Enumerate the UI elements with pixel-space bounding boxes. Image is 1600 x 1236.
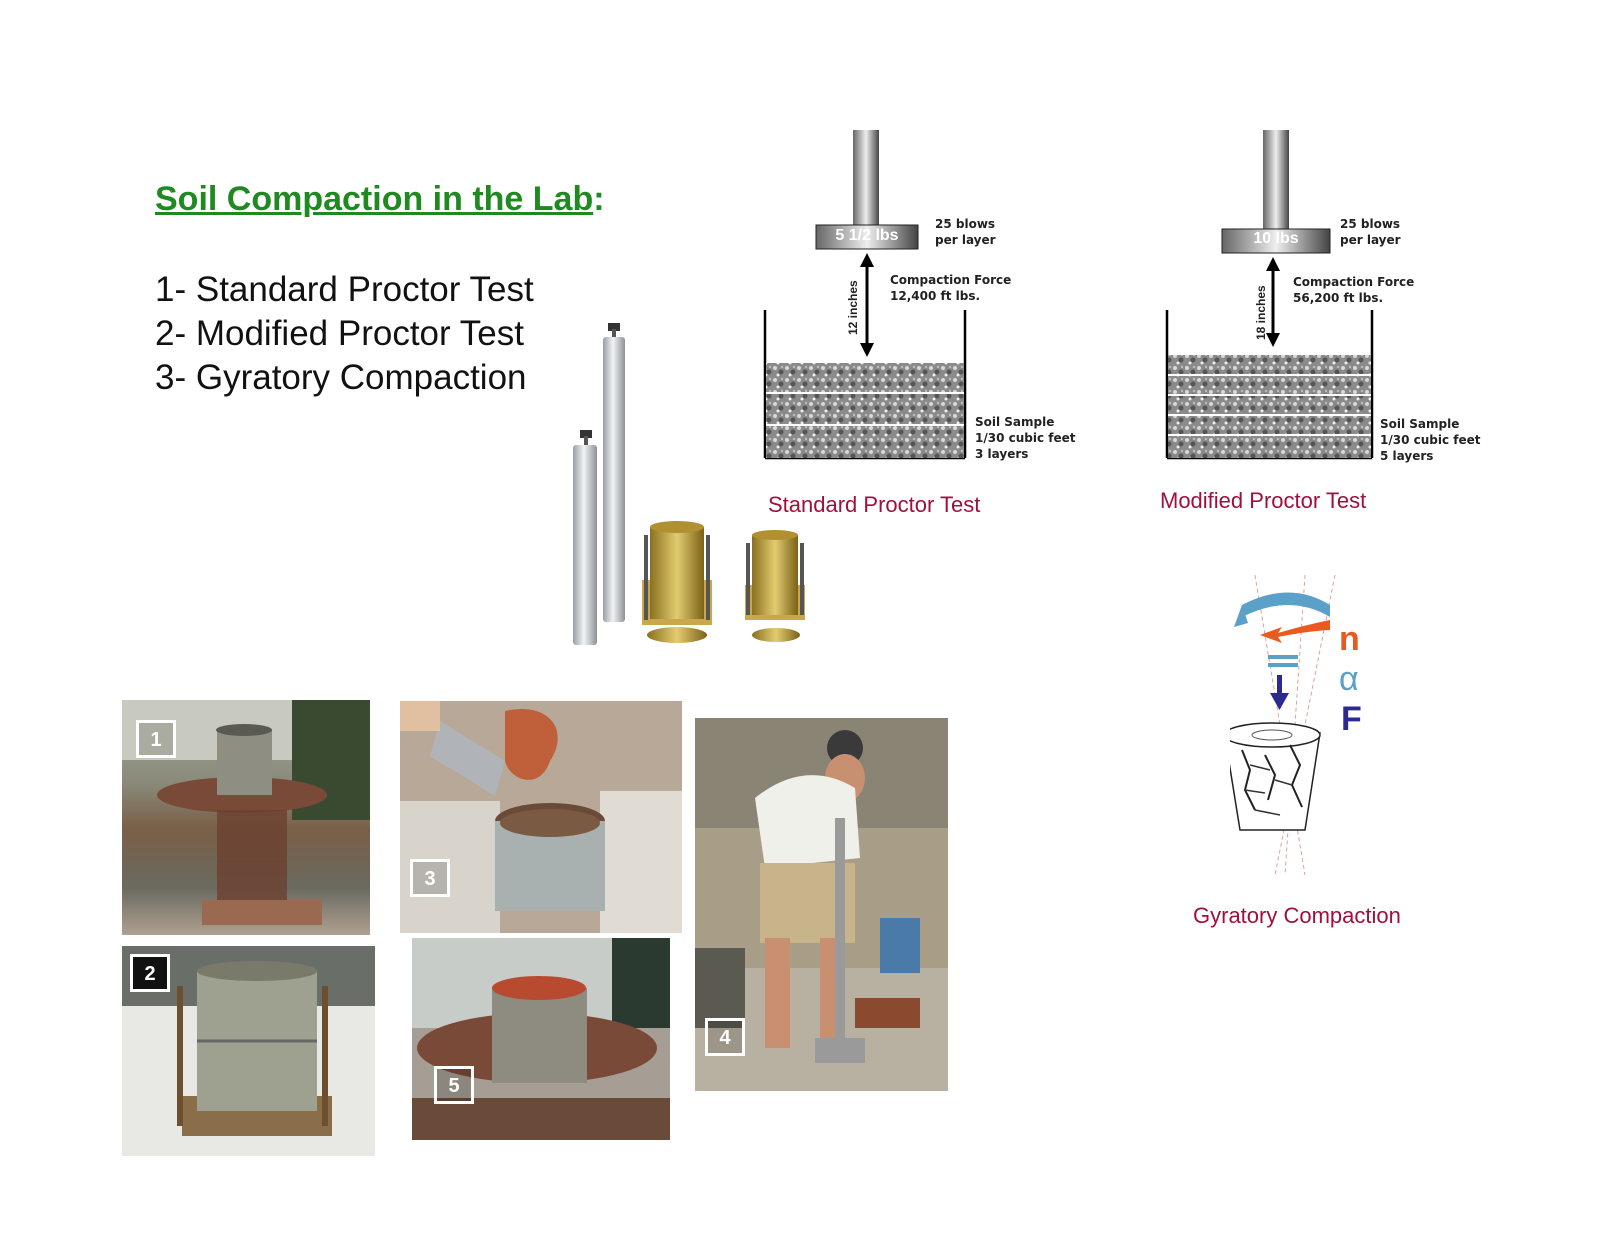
gyratory-force-label: F xyxy=(1341,700,1362,738)
photo-compactor-mold: 1 xyxy=(122,700,370,935)
modified-blows: 25 blows per layer xyxy=(1340,216,1401,248)
modified-sample: Soil Sample 1/30 cubic feet 5 layers xyxy=(1380,416,1481,464)
title-colon: : xyxy=(593,180,605,218)
sample-line: Soil Sample xyxy=(975,415,1055,429)
photo-technician-compacting: 4 xyxy=(695,718,948,1091)
modified-caption: Modified Proctor Test xyxy=(1160,488,1367,513)
blows-line: 25 blows xyxy=(935,217,996,231)
standard-caption: Standard Proctor Test xyxy=(768,492,981,517)
gyratory-caption: Gyratory Compaction xyxy=(1193,903,1401,928)
page-title: Soil Compaction in the Lab: xyxy=(155,180,605,219)
standard-weight-label: 5 1/2 lbs xyxy=(835,227,899,244)
proctor-equipment-illustration xyxy=(573,323,805,645)
photo-filling-soil: 3 xyxy=(400,701,682,933)
photo-compacted-sample: 5 xyxy=(412,938,670,1140)
force-line: 12,400 ft lbs. xyxy=(890,289,981,303)
photo-mold-collar: 2 xyxy=(122,946,375,1156)
sample-line: 1/30 cubic feet xyxy=(1380,433,1481,447)
photo-content xyxy=(122,946,375,1136)
test-list: 1- Standard Proctor Test 2- Modified Pro… xyxy=(155,268,534,400)
list-item: 2- Modified Proctor Test xyxy=(155,314,524,353)
photo-number-badge: 1 xyxy=(136,720,176,758)
blows-line: per layer xyxy=(1340,233,1401,247)
modified-force: Compaction Force 56,200 ft lbs. xyxy=(1293,274,1414,306)
sample-line: 3 layers xyxy=(975,447,1029,461)
photo-number-badge: 5 xyxy=(434,1066,474,1104)
sample-line: 5 layers xyxy=(1380,449,1434,463)
blows-line: per layer xyxy=(935,233,996,247)
title-text: Soil Compaction in the Lab xyxy=(155,180,594,218)
sample-line: 1/30 cubic feet xyxy=(975,431,1076,445)
standard-proctor-diagram xyxy=(763,130,967,460)
list-item: 3- Gyratory Compaction xyxy=(155,358,527,397)
standard-blows: 25 blows per layer xyxy=(935,216,996,248)
gyratory-diagram xyxy=(1230,575,1336,876)
standard-force: Compaction Force 12,400 ft lbs. xyxy=(890,272,1011,304)
photo-number-badge: 2 xyxy=(130,954,170,992)
modified-drop-height: 18 inches xyxy=(1254,285,1268,340)
standard-sample: Soil Sample 1/30 cubic feet 3 layers xyxy=(975,414,1076,462)
list-item: 1- Standard Proctor Test xyxy=(155,270,534,309)
force-line: Compaction Force xyxy=(1293,275,1415,289)
modified-weight-label: 10 lbs xyxy=(1253,230,1299,247)
photo-number-badge: 4 xyxy=(705,1018,745,1056)
gyratory-n-label: n xyxy=(1339,620,1360,658)
photo-content xyxy=(412,938,670,1140)
blows-line: 25 blows xyxy=(1340,217,1401,231)
photo-number-badge: 3 xyxy=(410,859,450,897)
modified-proctor-diagram xyxy=(1165,130,1374,460)
gyratory-alpha-label: α xyxy=(1339,660,1359,698)
force-line: 56,200 ft lbs. xyxy=(1293,291,1384,305)
photo-content xyxy=(122,700,370,925)
sample-line: Soil Sample xyxy=(1380,417,1460,431)
force-line: Compaction Force xyxy=(890,273,1012,287)
standard-drop-height: 12 inches xyxy=(846,280,860,335)
photo-content xyxy=(400,701,682,933)
photo-content xyxy=(695,718,948,1091)
